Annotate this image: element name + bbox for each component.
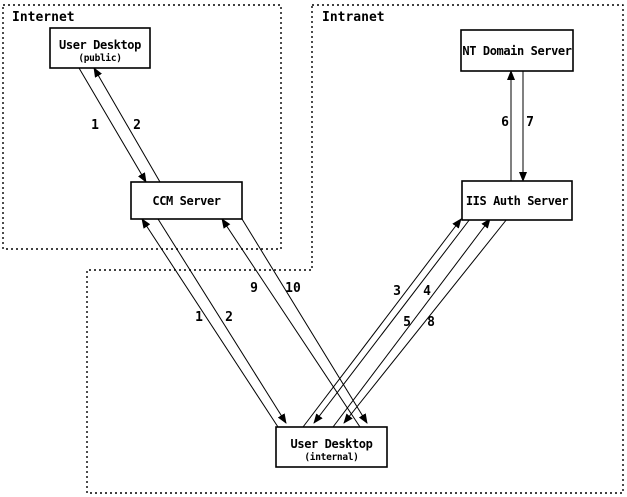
arrow-3-6: 3 xyxy=(302,218,462,428)
iis-auth-server-label: IIS Auth Server xyxy=(466,194,569,208)
node-user-desktop-internal: User Desktop(internal) xyxy=(275,426,388,468)
arrow-1-line xyxy=(78,67,147,183)
arrow-9-4: 9 xyxy=(221,218,361,428)
user-desktop-internal-label: User Desktop xyxy=(291,437,373,451)
arrow-4-7: 4 xyxy=(313,218,471,424)
arrow-8-9: 8 xyxy=(343,218,508,424)
arrow-7-11: 7 xyxy=(519,71,534,182)
user-desktop-public-box xyxy=(49,27,151,69)
arrow-5-8: 5 xyxy=(332,218,491,428)
arrow-9-line xyxy=(221,218,361,428)
arrow-1-2: 1 xyxy=(141,218,279,428)
arrow-8-label: 8 xyxy=(427,315,435,330)
arrow-2-label: 2 xyxy=(133,118,141,133)
arrow-4-label: 4 xyxy=(423,284,431,299)
arrow-1-label: 1 xyxy=(91,118,99,133)
user-desktop-internal-sublabel: (internal) xyxy=(304,452,358,463)
arrow-10-line xyxy=(241,218,368,424)
arrow-1-label: 1 xyxy=(195,310,203,325)
zone-internet-border xyxy=(2,4,282,250)
arrow-2-line xyxy=(93,67,161,183)
node-nt-domain-server: NT Domain Server xyxy=(460,29,574,72)
zone-intranet-border xyxy=(86,4,624,494)
arrow-2-3: 2 xyxy=(157,218,287,424)
nt-domain-server-label: NT Domain Server xyxy=(462,44,571,58)
arrow-4-line xyxy=(313,218,471,424)
arrow-3-line xyxy=(302,218,462,428)
arrow-5-label: 5 xyxy=(403,315,411,330)
arrow-2-line xyxy=(157,218,287,424)
iis-auth-server-box xyxy=(461,180,573,221)
zone-intranet: Intranet xyxy=(86,4,624,494)
arrow-10-5: 10 xyxy=(241,218,368,424)
arrow-6-10: 6 xyxy=(501,70,515,181)
arrow-3-label: 3 xyxy=(393,284,401,299)
arrow-2-label: 2 xyxy=(225,310,233,325)
arrow-9-label: 9 xyxy=(250,281,258,296)
user-desktop-public-sublabel: (public) xyxy=(78,53,121,64)
arrow-1-line xyxy=(141,218,279,428)
zone-intranet-label: Intranet xyxy=(322,10,385,25)
node-user-desktop-public: User Desktop(public) xyxy=(49,27,151,69)
user-desktop-public-label: User Desktop xyxy=(59,38,141,52)
ccm-server-label: CCM Server xyxy=(152,194,220,208)
user-desktop-internal-box xyxy=(275,426,388,468)
zone-internet-label: Internet xyxy=(12,10,75,25)
nt-domain-server-box xyxy=(460,29,574,72)
arrow-10-label: 10 xyxy=(285,281,301,296)
node-iis-auth-server: IIS Auth Server xyxy=(461,180,573,221)
arrow-2-1: 2 xyxy=(93,67,161,183)
zone-internet: Internet xyxy=(2,4,282,250)
arrow-6-label: 6 xyxy=(501,115,509,130)
arrow-8-line xyxy=(343,218,508,424)
arrow-5-line xyxy=(332,218,491,428)
arrow-7-label: 7 xyxy=(526,115,534,130)
ccm-server-box xyxy=(130,181,243,220)
node-ccm-server: CCM Server xyxy=(130,181,243,220)
arrow-1-0: 1 xyxy=(78,67,147,183)
